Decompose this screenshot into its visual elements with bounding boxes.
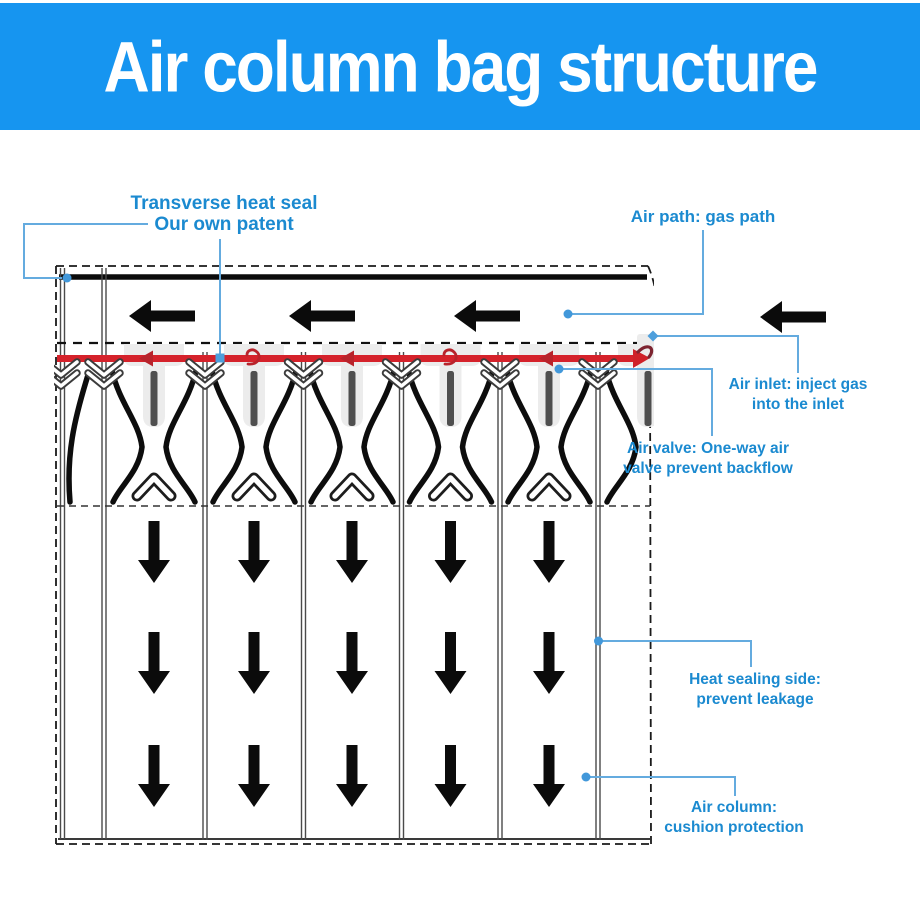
chevron-up-icon — [137, 478, 171, 496]
down-arrow-icon — [533, 521, 565, 583]
inlet-left-arrow-icon — [760, 301, 826, 333]
down-arrow-icon — [138, 745, 170, 807]
one-way-valves — [66, 371, 690, 505]
bag-body — [45, 265, 690, 845]
dot-air-inlet — [647, 330, 659, 342]
down-arrow-icon — [138, 632, 170, 694]
column-separators — [59, 267, 601, 841]
down-arrow-icon — [336, 632, 368, 694]
down-arrow-icon — [238, 521, 270, 583]
down-arrow-icon — [434, 745, 467, 807]
dot-air-valve — [554, 364, 564, 374]
left-arrow-icon — [454, 300, 520, 332]
dot-air-column — [581, 772, 591, 782]
chevron-up-icon — [434, 478, 468, 496]
down-arrow-icon — [336, 745, 368, 807]
air-column-arrows — [138, 521, 565, 807]
dot-top-seal — [62, 273, 72, 283]
chevron-up-icon — [237, 478, 271, 496]
down-arrow-icon — [336, 521, 368, 583]
page-title: Air column bag structure — [103, 26, 819, 107]
dot-transverse-seal — [215, 353, 225, 363]
chevron-up-icon — [335, 478, 369, 496]
label-air-column: Air column: cushion protection — [664, 799, 804, 836]
label-air-path: Air path: gas path — [630, 207, 776, 226]
down-arrow-icon — [238, 745, 270, 807]
red-end-arrow — [633, 349, 650, 368]
red-end-curl — [636, 345, 654, 359]
left-arrow-icon — [129, 300, 195, 332]
down-arrow-icon — [138, 521, 170, 583]
down-arrow-icon — [434, 521, 467, 583]
down-arrow-icon — [238, 632, 270, 694]
down-arrow-icon — [533, 745, 565, 807]
leader-lines — [23, 223, 799, 796]
dot-heat-sealing-side — [594, 636, 603, 646]
leader-dots — [62, 273, 659, 782]
label-air-inlet: Air inlet: inject gas into the inlet — [728, 376, 868, 413]
transverse-heat-seal-line — [57, 345, 654, 368]
label-air-valve: Air valve: One-way air valve prevent bac… — [623, 440, 793, 477]
down-arrow-icon — [533, 632, 565, 694]
left-arrow-icon — [289, 300, 355, 332]
down-arrow-icon — [434, 632, 467, 694]
air-path-arrows — [129, 300, 520, 332]
label-heat-sealing-side: Heat sealing side: prevent leakage — [689, 671, 821, 708]
label-transverse-heat-seal: Transverse heat seal Our own patent — [130, 193, 318, 235]
dot-air-path — [563, 309, 573, 319]
header-banner: Air column bag structure — [0, 3, 920, 130]
chevron-up-icon — [532, 478, 566, 496]
